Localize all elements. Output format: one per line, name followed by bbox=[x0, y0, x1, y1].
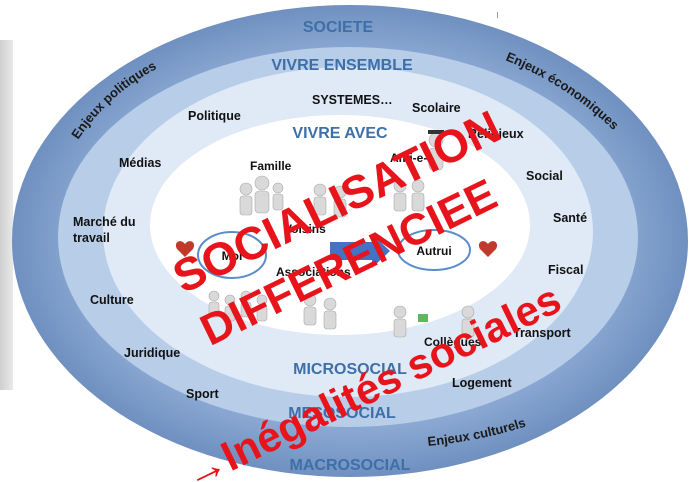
word-juridique: Juridique bbox=[124, 346, 180, 360]
left-edge-panel bbox=[0, 40, 13, 390]
word-sante: Santé bbox=[553, 211, 587, 225]
word-medias: Médias bbox=[119, 156, 161, 170]
associations-figures-icon bbox=[208, 290, 268, 322]
word-moi: Moi bbox=[222, 249, 243, 263]
moi-oval bbox=[197, 231, 267, 279]
word-famille: Famille bbox=[250, 159, 292, 173]
word-autrui: Autrui bbox=[416, 244, 451, 258]
label-microsocial: MICROSOCIAL bbox=[293, 361, 407, 378]
word-voisins: Voisins bbox=[284, 222, 326, 236]
neighbors-figures-icon bbox=[313, 183, 347, 218]
family-figures-icon bbox=[239, 175, 284, 216]
word-transport: Transport bbox=[513, 326, 571, 340]
word-logement: Logement bbox=[452, 376, 513, 390]
heart-icon bbox=[175, 241, 498, 257]
colleagues-figures-icon bbox=[303, 293, 475, 338]
word-sport: Sport bbox=[186, 387, 219, 401]
word-systemes: SYSTEMES… bbox=[312, 93, 393, 107]
word-travail: travail bbox=[73, 231, 110, 245]
autrui-oval bbox=[397, 229, 471, 271]
label-vivre-ensemble: VIVRE ENSEMBLE bbox=[271, 57, 413, 74]
moi-to-autrui-arrow bbox=[330, 234, 390, 268]
word-marche-du: Marché du bbox=[73, 215, 136, 229]
word-politique: Politique bbox=[188, 109, 241, 123]
label-vivre-avec: VIVRE AVEC bbox=[292, 125, 388, 142]
word-social: Social bbox=[526, 169, 563, 183]
label-macrosocial: MACROSOCIAL bbox=[290, 457, 411, 474]
word-culture: Culture bbox=[90, 293, 134, 307]
word-scolaire: Scolaire bbox=[412, 101, 461, 115]
small-tick-mark bbox=[497, 12, 498, 18]
word-religieux: Religieux bbox=[468, 127, 524, 141]
word-collegues: Collègues bbox=[424, 335, 482, 349]
label-mesosocial: MESOSOCIAL bbox=[288, 405, 396, 422]
label-societe: SOCIETE bbox=[303, 19, 374, 36]
word-fiscal: Fiscal bbox=[548, 263, 583, 277]
word-amis: Ami-e-s bbox=[390, 151, 434, 165]
word-associations: Associations bbox=[276, 265, 351, 279]
friends-figures-icon bbox=[393, 130, 444, 212]
